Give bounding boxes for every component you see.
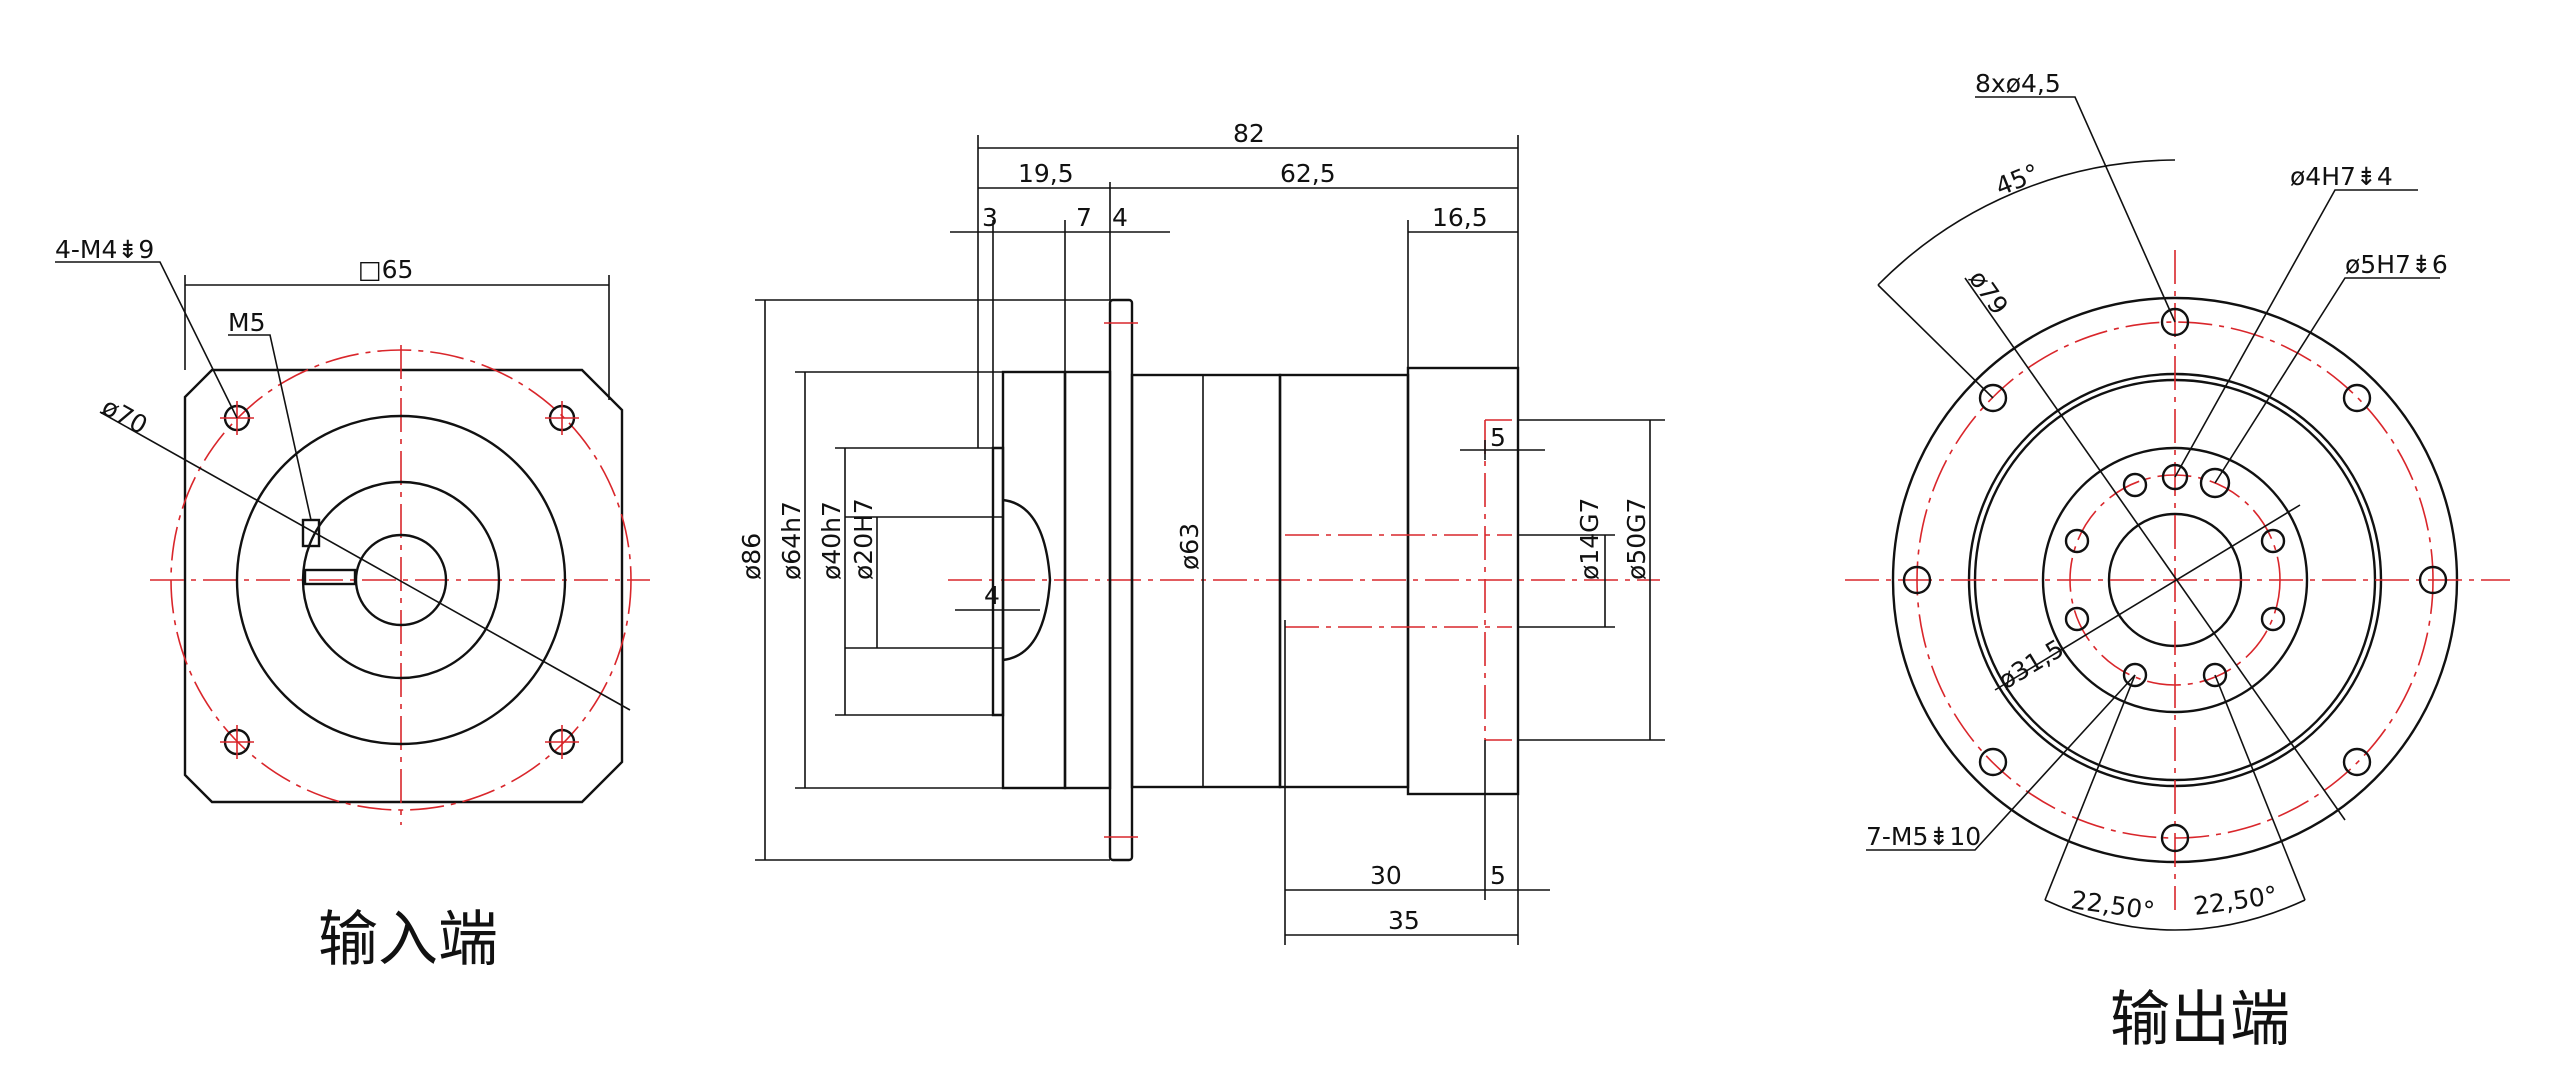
label-shaft-5: 5	[1490, 861, 1506, 890]
label-step-4: 4	[1112, 203, 1128, 232]
input-recess-circle	[301, 480, 501, 680]
label-input-bolts: 4-M4⇟9	[55, 235, 154, 264]
label-input-bore: ø20H7	[849, 498, 878, 580]
leader-key-thread	[228, 334, 312, 521]
output-hub	[1406, 366, 1520, 796]
label-pin-5: ø5H7⇟6	[2345, 250, 2448, 279]
input-end-view: □65 4-M4⇟9 M5 ø70 输入端	[55, 235, 650, 975]
side-view: 82 19,5 62,5 3 7 4 16,5 ø86 ø64h7 ø40h7 …	[737, 119, 1665, 945]
label-step-7: 7	[1076, 203, 1092, 232]
leader-threads	[1866, 674, 2136, 851]
label-inner-depth: 4	[984, 581, 1000, 610]
label-inner-circle: ø31,5	[1993, 634, 2069, 695]
label-input-bore-outer: ø40h7	[817, 501, 846, 580]
label-shaft-30: 30	[1370, 861, 1402, 890]
input-flange-square	[183, 368, 624, 804]
leader-bolt-circle	[99, 411, 631, 711]
label-angle-45: 45°	[1991, 158, 2043, 201]
label-output-pilot: ø50G7	[1622, 498, 1651, 580]
input-pilot-circle	[235, 414, 567, 746]
leader-pin-4	[2174, 189, 2418, 478]
arc-22-50	[2044, 899, 2306, 931]
leader-outer-holes	[1975, 96, 2176, 323]
label-key-thread: M5	[228, 308, 265, 337]
label-output-hub: 16,5	[1432, 203, 1488, 232]
label-input-bolt-circle: ø70	[97, 392, 152, 440]
output-hub-circle	[2041, 446, 2309, 714]
input-keyway	[303, 568, 357, 586]
label-angle-left: 22,50°	[2069, 885, 2156, 925]
gear-stage-2	[1278, 373, 1410, 789]
label-outer-holes: 8xø4,5	[1975, 69, 2061, 98]
input-bore-curve	[1002, 498, 1052, 662]
arc-45	[1877, 159, 2176, 286]
label-threads: 7-M5⇟10	[1866, 822, 1981, 851]
label-body-length: 62,5	[1280, 159, 1336, 188]
label-square: □65	[358, 255, 413, 284]
label-overall-length: 82	[1233, 119, 1265, 148]
label-output-bolt-circle: ø79	[1963, 265, 2014, 320]
caption-input-end: 输入端	[318, 905, 498, 975]
label-flange-dia: ø86	[737, 533, 766, 580]
leader-pin-5	[2214, 277, 2440, 484]
label-pin-4: ø4H7⇟4	[2290, 162, 2393, 191]
label-shaft-step: 5	[1490, 423, 1506, 452]
gear-stage-1	[1130, 373, 1282, 789]
output-end-view: ø79 ø31,5 45° 8xø4,5 ø4H7⇟4 ø5H7⇟6 7-M5⇟…	[1845, 69, 2510, 1055]
label-output-shaft: ø14G7	[1575, 498, 1604, 580]
label-shaft-35: 35	[1388, 906, 1420, 935]
label-flange-offset: 19,5	[1018, 159, 1074, 188]
output-inner-holes	[2064, 463, 2286, 688]
caption-output-end: 输出端	[2110, 985, 2290, 1055]
label-pilot-dia: ø64h7	[777, 501, 806, 580]
leader-bolts	[55, 261, 238, 419]
leader-output-bolt-circle	[1964, 277, 2346, 821]
label-body-dia: ø63	[1175, 523, 1204, 570]
leader-inner-circle	[1994, 504, 2301, 691]
label-step-3: 3	[982, 203, 998, 232]
output-outer-holes	[1902, 307, 2448, 853]
